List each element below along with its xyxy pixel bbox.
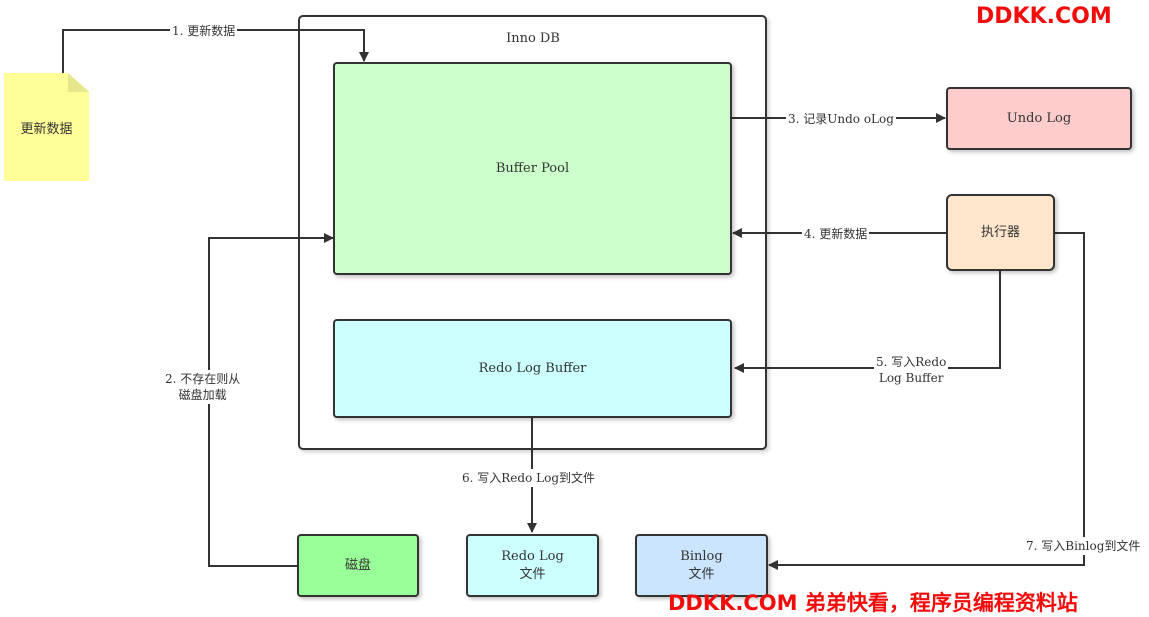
disk-label: 磁盘 (344, 557, 371, 573)
edge-5-arrow (734, 271, 1001, 373)
edge-5-label-line2: Log Buffer (878, 371, 944, 386)
innodb-container (298, 15, 767, 450)
buffer-pool-box: Buffer Pool (333, 62, 732, 275)
redo-log-file-box: Redo Log 文件 (466, 534, 599, 597)
binlog-file-box: Binlog 文件 (635, 534, 768, 597)
binlog-file-label-line2: 文件 (688, 566, 715, 582)
edge-2-label-line2: 磁盘加载 (178, 388, 227, 403)
innodb-title: Inno DB (506, 31, 560, 46)
executor-box: 执行器 (946, 194, 1055, 271)
redo-log-file-label-line2: 文件 (519, 566, 546, 582)
edge-6-label: 6. 写入Redo Log到文件 (460, 469, 597, 488)
executor-label: 执行器 (980, 224, 1020, 240)
edge-7-label: 7. 写入Binlog到文件 (1024, 537, 1143, 556)
disk-box: 磁盘 (297, 534, 419, 597)
watermark-bottom: DDKK.COM 弟弟快看，程序员编程资料站 (668, 591, 1078, 615)
redo-log-buffer-box: Redo Log Buffer (333, 319, 732, 418)
watermark-top: DDKK.COM (976, 4, 1112, 29)
binlog-file-label-line1: Binlog (680, 548, 723, 564)
undo-log-label: Undo Log (1006, 110, 1072, 126)
redo-log-file-label-line1: Redo Log (501, 548, 564, 564)
edge-7-arrow (768, 232, 1085, 570)
update-data-note-label: 更新数据 (20, 122, 73, 137)
edge-5-label-line1: 5. 写入Redo (876, 355, 947, 369)
buffer-pool-label: Buffer Pool (495, 160, 570, 176)
edge-1-label: 1. 更新数据 (170, 23, 238, 40)
edge-3-label: 3. 记录Undo oLog (786, 111, 896, 128)
edge-2-label: 2. 不存在则从 磁盘加载 (163, 370, 243, 405)
redo-log-buffer-label: Redo Log Buffer (478, 360, 587, 376)
edge-5-label: 5. 写入Redo Log Buffer (874, 353, 949, 388)
undo-log-box: Undo Log (946, 87, 1132, 150)
edge-2-label-line1: 2. 不存在则从 (165, 372, 241, 386)
edge-4-label: 4. 更新数据 (802, 226, 870, 243)
